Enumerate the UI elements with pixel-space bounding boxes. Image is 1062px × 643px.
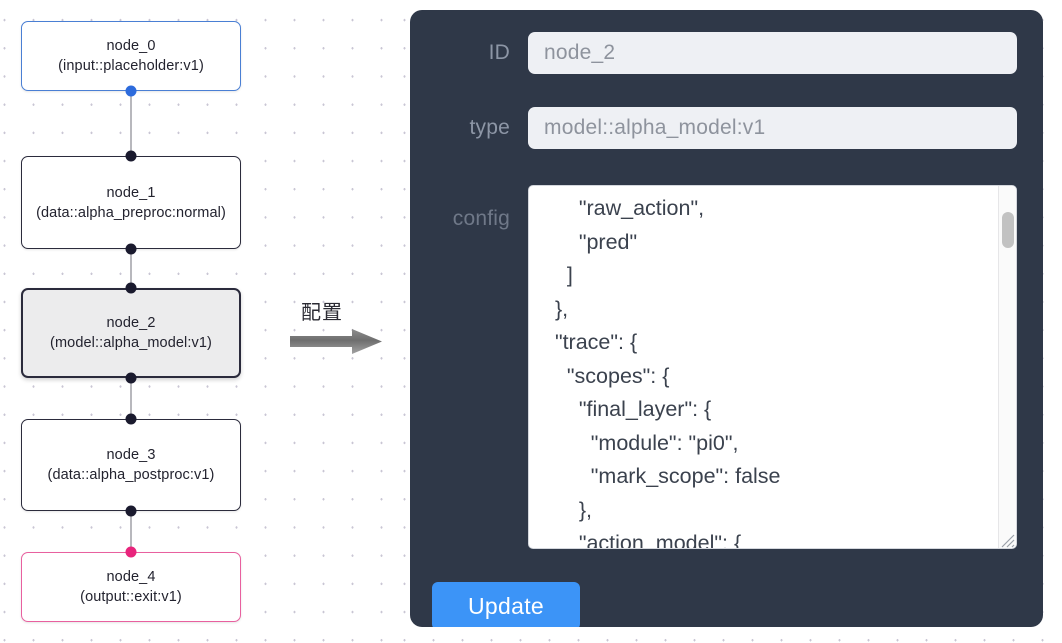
field-row-config: config "raw_action", "pred" ] }, "trace"… bbox=[410, 185, 1043, 549]
config-field-label: config bbox=[452, 207, 510, 230]
id-field-label: ID bbox=[488, 41, 510, 64]
graph-node-node_2[interactable]: node_2 (model::alpha_model:v1) bbox=[21, 288, 241, 378]
resize-handle-icon[interactable] bbox=[997, 530, 1015, 548]
node-handle-node_1-target[interactable] bbox=[125, 150, 137, 162]
id-input[interactable] bbox=[528, 32, 1017, 74]
edge-node0-node1 bbox=[130, 90, 132, 156]
type-field-label: type bbox=[469, 116, 510, 139]
node-config-panel: ID type config "raw_action", "pred" ] },… bbox=[410, 10, 1043, 627]
annotation-label: 配置 bbox=[301, 300, 343, 324]
graph-node-label: node_1 (data::alpha_preproc:normal) bbox=[36, 184, 226, 221]
field-row-type: type bbox=[410, 107, 1043, 149]
node-handle-node_2-source[interactable] bbox=[125, 372, 137, 384]
node-handle-node_1-source[interactable] bbox=[125, 243, 137, 255]
graph-node-node_1[interactable]: node_1 (data::alpha_preproc:normal) bbox=[21, 156, 241, 249]
graph-node-label: node_3 (data::alpha_postproc:v1) bbox=[47, 447, 215, 483]
edge-node1-node2 bbox=[130, 249, 132, 288]
field-row-id: ID bbox=[410, 32, 1043, 74]
config-scrollbar-thumb[interactable] bbox=[1002, 212, 1014, 248]
node-handle-node_4-target[interactable] bbox=[125, 546, 137, 558]
update-button[interactable]: Update bbox=[432, 582, 580, 627]
config-scrollbar-track[interactable] bbox=[998, 186, 1016, 548]
right-arrow-icon bbox=[290, 329, 382, 354]
node-handle-node_3-target[interactable] bbox=[125, 413, 137, 425]
node-handle-node_0-source[interactable] bbox=[125, 85, 137, 97]
graph-node-label: node_4 (output::exit:v1) bbox=[80, 569, 182, 605]
config-textarea[interactable]: "raw_action", "pred" ] }, "trace": { "sc… bbox=[528, 185, 1017, 549]
edge-node3-node4 bbox=[130, 511, 132, 552]
type-input[interactable] bbox=[528, 107, 1017, 149]
graph-node-node_0[interactable]: node_0 (input::placeholder:v1) bbox=[21, 21, 241, 91]
graph-node-label: node_2 (model::alpha_model:v1) bbox=[50, 315, 212, 351]
node-handle-node_3-source[interactable] bbox=[125, 505, 137, 517]
graph-node-label: node_0 (input::placeholder:v1) bbox=[58, 38, 204, 74]
edge-node2-node3 bbox=[130, 378, 132, 419]
graph-node-node_3[interactable]: node_3 (data::alpha_postproc:v1) bbox=[21, 419, 241, 511]
graph-canvas[interactable]: node_0 (input::placeholder:v1) node_1 (d… bbox=[0, 0, 400, 643]
config-textarea-wrapper: "raw_action", "pred" ] }, "trace": { "sc… bbox=[528, 185, 1017, 549]
graph-node-node_4[interactable]: node_4 (output::exit:v1) bbox=[21, 552, 241, 622]
annotation-group: 配置 bbox=[288, 296, 398, 362]
node-handle-node_2-target[interactable] bbox=[125, 282, 137, 294]
